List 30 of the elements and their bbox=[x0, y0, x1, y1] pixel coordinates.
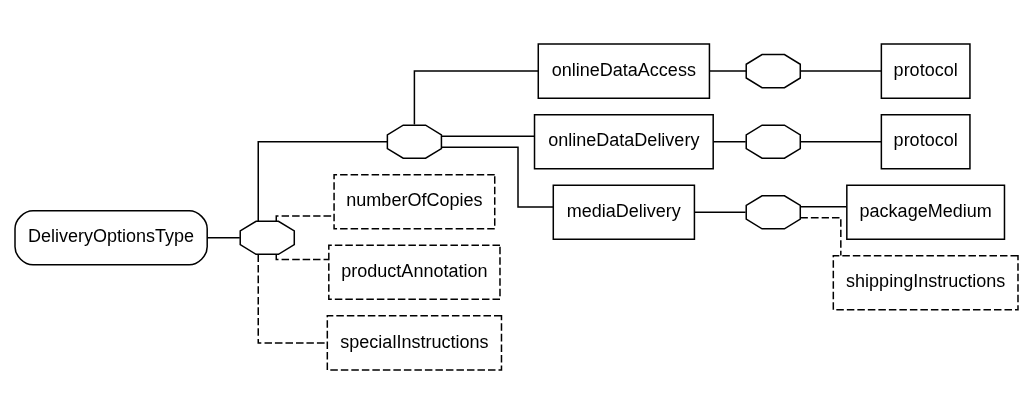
connector bbox=[799, 206, 847, 208]
node-box: productAnnotation bbox=[327, 244, 501, 301]
node-box: protocol bbox=[880, 43, 971, 99]
node-box: onlineDataDelivery bbox=[533, 113, 714, 170]
node-box: packageMedium bbox=[845, 184, 1005, 241]
connector bbox=[712, 140, 746, 143]
connector bbox=[206, 237, 241, 239]
node-octagon bbox=[745, 53, 801, 89]
node-box: DeliveryOptionsType bbox=[13, 210, 208, 266]
connector bbox=[440, 146, 554, 208]
connector bbox=[257, 253, 328, 344]
node-octagon bbox=[745, 195, 801, 230]
node-octagon bbox=[239, 220, 295, 256]
connector bbox=[799, 140, 882, 143]
connector bbox=[275, 253, 329, 261]
node-box: shippingInstructions bbox=[832, 255, 1019, 311]
connector bbox=[799, 217, 842, 257]
connector bbox=[257, 140, 388, 222]
connector bbox=[440, 135, 535, 137]
connector bbox=[799, 70, 882, 72]
node-box: mediaDelivery bbox=[552, 184, 695, 241]
connector bbox=[693, 211, 746, 213]
node-box: specialInstructions bbox=[326, 315, 502, 371]
node-box: onlineDataAccess bbox=[537, 43, 710, 99]
node-octagon bbox=[386, 124, 442, 159]
node-box: numberOfCopies bbox=[332, 173, 495, 230]
node-box: protocol bbox=[880, 113, 971, 170]
node-octagon bbox=[745, 124, 801, 159]
connector bbox=[413, 70, 539, 126]
connector bbox=[708, 70, 747, 72]
